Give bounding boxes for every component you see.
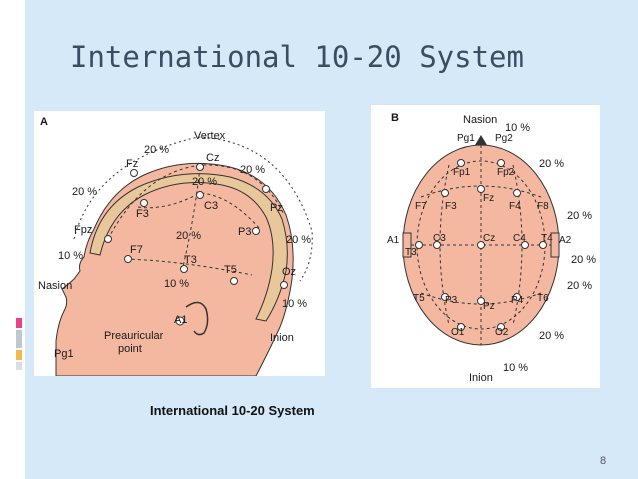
pct-r4: 20 % — [567, 280, 592, 292]
label-f4: F4 — [509, 201, 521, 212]
lateral-view-figure: A Vertex 20 % 20 % — [34, 111, 325, 376]
electrode-f3 — [141, 200, 148, 207]
electrode-fpz — [105, 236, 112, 243]
panel-letter-a: A — [40, 116, 48, 128]
pct-top-right: 20 % — [240, 164, 265, 176]
label-pg2: Pg2 — [495, 133, 513, 144]
decor-bar-yellow — [16, 350, 22, 360]
label-fp1: Fp1 — [453, 167, 471, 178]
label-fz: Fz — [483, 193, 494, 204]
electrode-fz — [131, 170, 138, 177]
label-fp2: Fp2 — [497, 167, 515, 178]
decor-bar-pink — [16, 318, 22, 328]
label-t3: T3 — [405, 247, 417, 258]
pct-r2: 20 % — [567, 210, 592, 222]
label-point: point — [118, 343, 142, 355]
label-c3: C3 — [204, 200, 218, 212]
label-t3: T3 — [184, 254, 197, 266]
electrode-c3 — [197, 192, 204, 199]
decor-bar-grey — [16, 330, 22, 348]
pct-left: 20 % — [72, 186, 97, 198]
label-f8: F8 — [537, 201, 549, 212]
label-p3: P3 — [445, 295, 458, 306]
pct-inner-top: 20 % — [192, 176, 217, 188]
panel-letter-b: B — [391, 112, 399, 124]
electrode-f3 — [442, 190, 449, 197]
label-o2: O2 — [495, 327, 509, 338]
electrode-t3 — [181, 266, 188, 273]
electrode-t5 — [231, 278, 238, 285]
electrode-fp1 — [458, 160, 465, 167]
nose-marker — [475, 135, 487, 145]
pct-back: 10 % — [282, 298, 307, 310]
electrode-cz — [197, 164, 204, 171]
label-t6: T6 — [537, 293, 549, 304]
label-c3: C3 — [433, 233, 446, 244]
electrode-pz — [263, 186, 270, 193]
label-pg1: Pg1 — [54, 348, 74, 360]
label-fpz: Fpz — [74, 224, 92, 236]
top-view-diagram: B — [371, 105, 600, 388]
label-cz: Cz — [206, 152, 219, 164]
label-p3: P3 — [238, 226, 251, 238]
pct-r3: 20 % — [571, 254, 596, 266]
pct-mid: 20 % — [176, 230, 201, 242]
label-a2: A2 — [559, 235, 572, 246]
label-a1: A1 — [174, 314, 187, 326]
label-inion: Inion — [270, 332, 294, 344]
label-f7: F7 — [415, 201, 427, 212]
label-inion: Inion — [469, 372, 493, 384]
electrode-p3 — [253, 228, 260, 235]
pct-front: 10 % — [58, 250, 83, 262]
label-nasion: Nasion — [463, 114, 497, 126]
label-pg1: Pg1 — [457, 133, 475, 144]
pct-lower: 10 % — [164, 278, 189, 290]
label-f7: F7 — [130, 244, 143, 256]
label-a1: A1 — [387, 235, 400, 246]
label-nasion: Nasion — [38, 280, 72, 292]
slide-number: 8 — [600, 455, 606, 467]
label-fz: Fz — [126, 158, 138, 170]
electrode-f7 — [125, 256, 132, 263]
label-p4: P4 — [511, 295, 524, 306]
label-oz: Oz — [282, 266, 296, 278]
decor-bar-grey-2 — [16, 362, 22, 370]
label-cz: Cz — [483, 233, 495, 244]
pct-top-left: 20 % — [144, 144, 169, 156]
label-f3: F3 — [136, 208, 149, 220]
pct-bottom: 10 % — [503, 362, 528, 374]
label-f3: F3 — [445, 201, 457, 212]
pct-right: 20 % — [286, 234, 311, 246]
label-t4: T4 — [541, 233, 553, 244]
pct-r5: 20 % — [539, 330, 564, 342]
electrode-fp2 — [498, 160, 505, 167]
slide-title: International 10-20 System — [70, 40, 524, 74]
electrode-f4 — [514, 190, 521, 197]
left-side-bar — [0, 0, 25, 479]
label-preauricular: Preauricular — [104, 330, 164, 342]
label-t5: T5 — [413, 293, 425, 304]
electrode-fz — [478, 186, 485, 193]
figure-caption: International 10-20 System — [150, 403, 315, 418]
top-view-figure: B — [371, 105, 600, 388]
electrode-oz — [281, 282, 288, 289]
label-o1: O1 — [451, 327, 465, 338]
label-vertex: Vertex — [194, 130, 226, 142]
lateral-view-diagram: A Vertex 20 % 20 % — [34, 111, 325, 376]
label-pz: Pz — [483, 301, 495, 312]
pct-r1: 20 % — [539, 158, 564, 170]
label-pz: Pz — [270, 202, 283, 214]
label-c4: C4 — [513, 233, 526, 244]
label-t5: T5 — [224, 264, 237, 276]
